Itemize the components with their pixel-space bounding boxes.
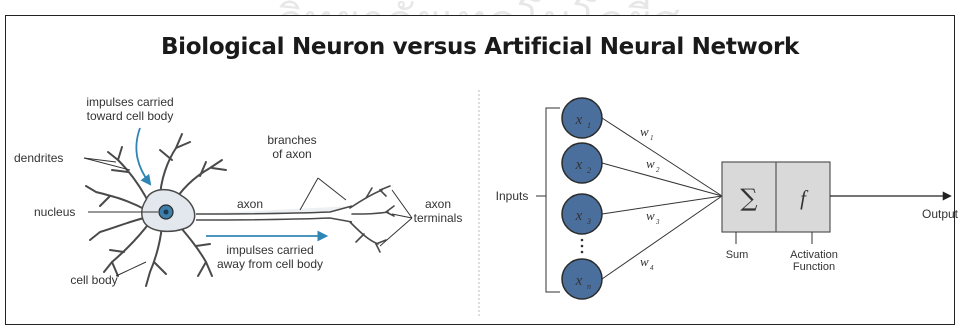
label-cell-body: cell body [70, 273, 117, 287]
label-branches-1: branches [267, 133, 316, 147]
label-dendrites: dendrites [14, 151, 63, 165]
input-node-1: x 1 [561, 97, 603, 139]
label-activation-1: Activation [790, 249, 838, 261]
label-sum: Sum [726, 249, 749, 261]
input-2-var: x [575, 157, 583, 173]
label-impulses-toward-1: impulses carried [86, 95, 173, 109]
svg-text:w: w [646, 208, 655, 223]
activation-symbol: f [800, 186, 809, 210]
input-1-var: x [575, 112, 583, 128]
svg-text:2: 2 [656, 166, 660, 174]
axon-terminals-shape [349, 185, 395, 253]
input-n-var: x [575, 273, 583, 289]
label-output: Output [922, 207, 959, 221]
weight-label-4: w 4 [640, 254, 654, 272]
input-3-var: x [575, 208, 583, 224]
weight-label-3: w 3 [646, 208, 660, 226]
label-activation-2: Function [793, 261, 835, 273]
artificial-neuron: Inputs x 1 x 2 x 3 [496, 97, 959, 300]
weight-label-1: w 1 [640, 124, 654, 142]
svg-text:4: 4 [650, 264, 654, 272]
label-axon-terminals-1: axon [425, 197, 451, 211]
label-axon-terminals-2: terminals [414, 211, 463, 225]
svg-text:1: 1 [650, 134, 654, 142]
svg-text:w: w [646, 156, 655, 171]
label-impulses-toward-2: toward cell body [87, 109, 174, 123]
weight-connections [601, 117, 723, 280]
figure-title: Biological Neuron versus Artificial Neur… [160, 34, 800, 60]
weight-label-2: w 2 [646, 156, 660, 174]
input-node-2: x 2 [561, 142, 603, 184]
label-impulses-away-1: impulses carried [226, 243, 313, 257]
input-3-sub: 3 [586, 217, 591, 226]
input-n-sub: n [587, 282, 591, 291]
svg-text:3: 3 [655, 218, 660, 226]
axon-shape [195, 205, 353, 215]
inputs-bracket [545, 107, 560, 293]
input-node-n: x n [561, 258, 603, 300]
input-1-sub: 1 [587, 121, 591, 130]
ellipsis-dots [580, 238, 584, 254]
input-2-sub: 2 [587, 166, 591, 175]
biological-neuron: impulses carried toward cell body dendri… [14, 95, 462, 287]
svg-text:w: w [640, 124, 649, 139]
svg-text:w: w [640, 254, 649, 269]
label-inputs: Inputs [496, 189, 529, 203]
input-node-3: x 3 [561, 193, 603, 235]
label-nucleus: nucleus [34, 205, 75, 219]
label-axon: axon [237, 197, 263, 211]
sum-symbol: ∑ [740, 184, 757, 212]
label-impulses-away-2: away from cell body [217, 257, 323, 271]
label-branches-2: of axon [272, 147, 311, 161]
impulse-toward-arrow [135, 127, 152, 186]
